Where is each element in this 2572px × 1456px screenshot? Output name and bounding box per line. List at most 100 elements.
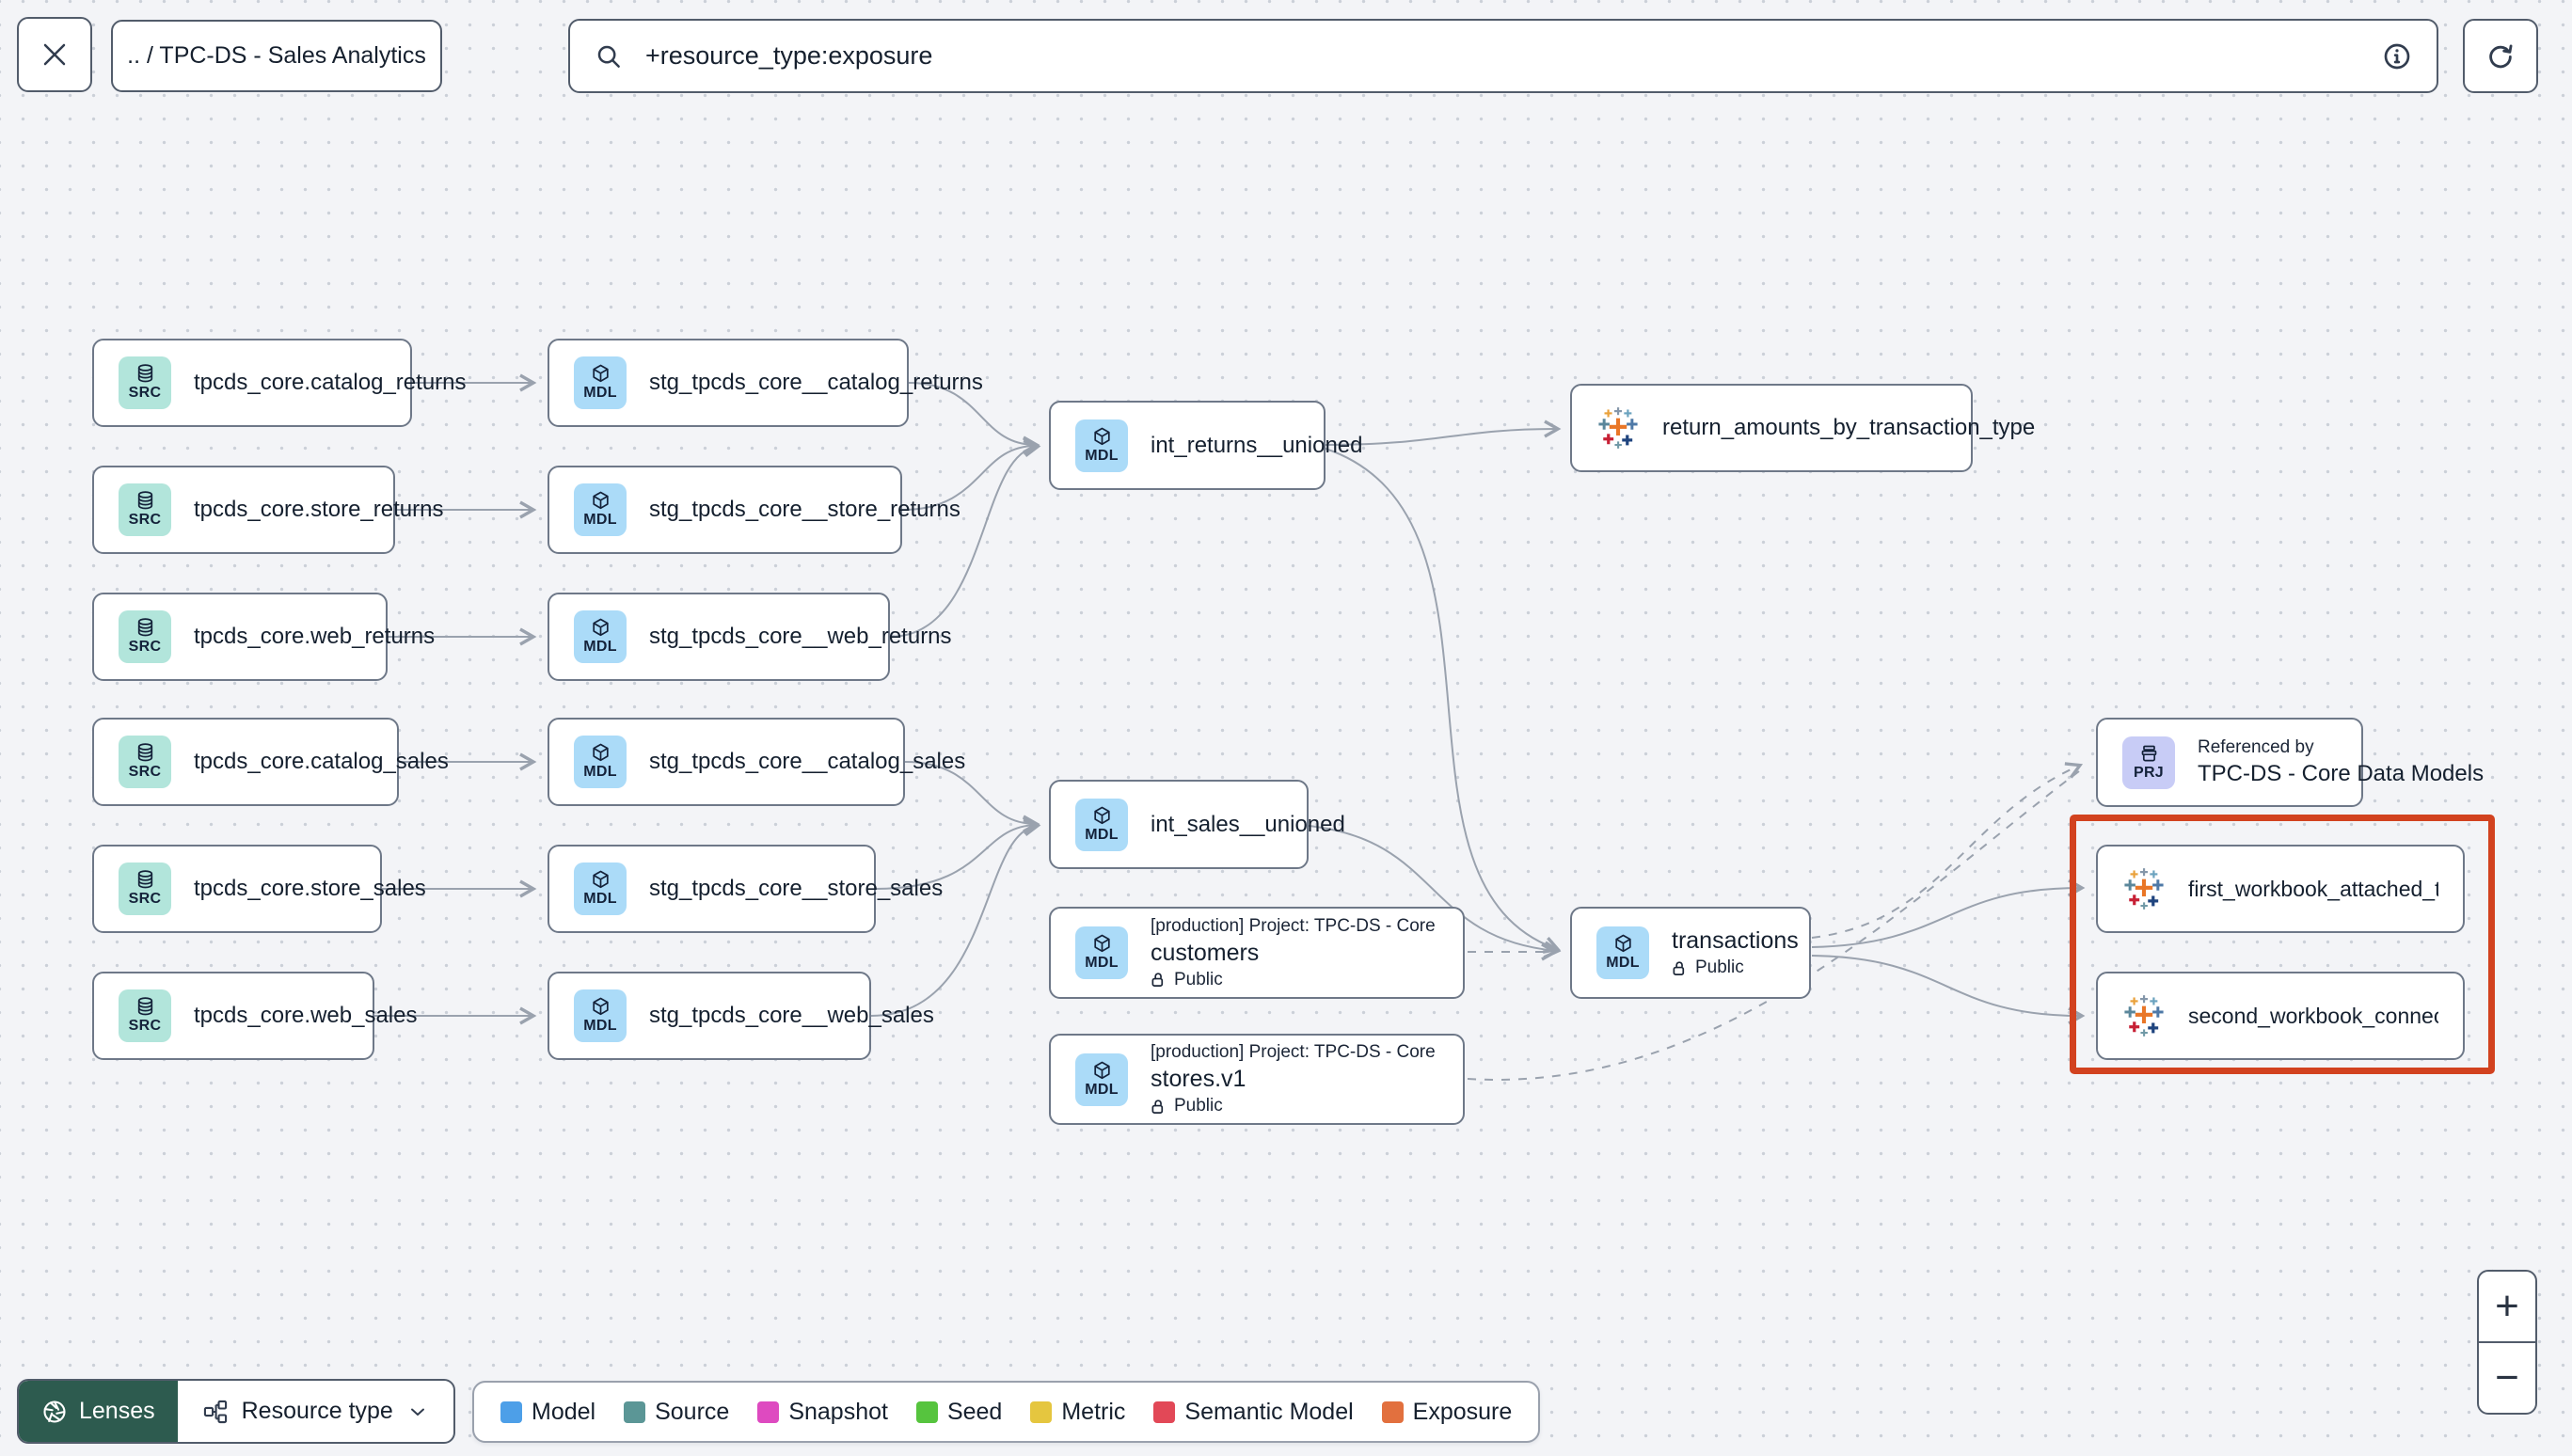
node-label: tpcds_core.store_sales [194, 876, 426, 901]
resource-type-icon [203, 1400, 227, 1423]
edge-transactions-workbook1 [1811, 878, 2086, 948]
lenses-button[interactable]: Lenses [19, 1381, 178, 1442]
node-exposure-return-amounts[interactable]: return_amounts_by_transaction_type [1570, 384, 2035, 472]
metric-swatch [1030, 1401, 1053, 1423]
search-input[interactable] [643, 40, 2382, 71]
node-stg-web-sales[interactable]: MDL stg_tpcds_core__web_sales [548, 972, 934, 1060]
lenses-label: Lenses [79, 1398, 155, 1424]
node-int-returns-unioned[interactable]: MDL int_returns__unioned [1049, 401, 1363, 490]
node-label: stg_tpcds_core__catalog_returns [649, 370, 983, 395]
source-swatch [624, 1401, 646, 1423]
lens-control-group: Lenses Resource type [17, 1379, 455, 1444]
node-stg-store-sales[interactable]: MDL stg_tpcds_core__store_sales [548, 845, 943, 933]
node-label: first_workbook_attached_to_tpc-ds_-_… [2188, 876, 2438, 901]
cube-icon [592, 997, 609, 1016]
unlock-icon [1151, 973, 1164, 987]
model-badge: MDL [1075, 419, 1128, 472]
search-bar[interactable] [568, 19, 2438, 93]
resource-type-legend: Model Source Snapshot Seed Metric Semant… [472, 1381, 1541, 1443]
cube-icon [1614, 934, 1631, 953]
aperture-icon [43, 1400, 66, 1423]
legend-item-source: Source [624, 1399, 729, 1426]
node-stg-catalog-sales[interactable]: MDL stg_tpcds_core__catalog_sales [548, 718, 965, 806]
legend-item-seed: Seed [915, 1399, 1002, 1426]
node-stg-store-returns[interactable]: MDL stg_tpcds_core__store_returns [548, 466, 961, 554]
zoom-in-button[interactable]: + [2479, 1272, 2535, 1341]
model-badge: MDL [574, 863, 627, 915]
cube-icon [592, 618, 609, 637]
legend-item-semantic-model: Semantic Model [1153, 1399, 1354, 1426]
refresh-button[interactable] [2463, 19, 2538, 93]
model-badge: MDL [574, 989, 627, 1042]
model-badge: MDL [1075, 798, 1128, 851]
source-badge: SRC [119, 483, 171, 536]
cube-icon [592, 491, 609, 510]
close-button[interactable] [17, 17, 92, 92]
database-icon [137, 997, 152, 1016]
snapshot-swatch [757, 1401, 780, 1423]
visibility-badge: Public [1151, 970, 1438, 990]
model-badge: MDL [1075, 1052, 1128, 1106]
node-label: tpcds_core.web_returns [194, 624, 436, 649]
database-icon [137, 743, 152, 762]
resource-type-label: Resource type [241, 1398, 393, 1424]
node-source-catalog-returns[interactable]: SRC tpcds_core.catalog_returns [92, 339, 467, 427]
node-label: stg_tpcds_core__store_returns [649, 497, 961, 522]
cube-icon [592, 743, 609, 762]
node-transactions[interactable]: MDL transactions Public [1570, 907, 1811, 999]
referenced-by-title: Referenced by [2198, 737, 2314, 757]
exposure-swatch [1381, 1401, 1404, 1423]
node-stores-v1[interactable]: MDL [production] Project: TPC-DS - Core … [1049, 1034, 1465, 1125]
exposure-highlight-box [2070, 815, 2495, 1074]
cube-icon [592, 364, 609, 383]
node-int-sales-unioned[interactable]: MDL int_sales__unioned [1049, 780, 1345, 869]
node-source-web-sales[interactable]: SRC tpcds_core.web_sales [92, 972, 417, 1060]
plus-icon: + [2495, 1283, 2519, 1329]
legend-item-metric: Metric [1030, 1399, 1125, 1426]
model-badge: MDL [574, 610, 627, 663]
node-label: TPC-DS - Core Data Models [2198, 761, 2485, 786]
cube-icon [1093, 427, 1110, 445]
node-exposure-second-workbook[interactable]: second_workbook_connected_to_live… [2096, 972, 2465, 1060]
info-icon[interactable] [2382, 41, 2412, 71]
edge-intreturns-transactions [1325, 448, 1562, 954]
database-icon [137, 491, 152, 510]
breadcrumb-label: .. / TPC-DS - Sales Analytics [127, 42, 426, 69]
node-stg-catalog-returns[interactable]: MDL stg_tpcds_core__catalog_returns [548, 339, 983, 427]
minus-icon: − [2495, 1354, 2519, 1401]
node-label: stg_tpcds_core__catalog_sales [649, 749, 966, 774]
node-customers[interactable]: MDL [production] Project: TPC-DS - Core … [1049, 907, 1465, 999]
node-referenced-by[interactable]: PRJ Referenced by TPC-DS - Core Data Mod… [2096, 718, 2485, 807]
node-label: tpcds_core.store_returns [194, 497, 444, 522]
visibility-badge: Public [1672, 957, 1785, 978]
model-badge: MDL [574, 483, 627, 536]
node-source-store-sales[interactable]: SRC tpcds_core.store_sales [92, 845, 426, 933]
node-exposure-first-workbook[interactable]: first_workbook_attached_to_tpc-ds_-_… [2096, 845, 2465, 933]
legend-item-snapshot: Snapshot [757, 1399, 888, 1426]
node-stg-web-returns[interactable]: MDL stg_tpcds_core__web_returns [548, 593, 952, 681]
node-source-web-returns[interactable]: SRC tpcds_core.web_returns [92, 593, 435, 681]
search-icon [597, 45, 620, 68]
node-label: stores.v1 [1151, 1066, 1246, 1092]
database-icon [137, 364, 152, 383]
edge-transactions-workbook2 [1811, 955, 2086, 1025]
model-swatch [500, 1401, 522, 1423]
database-icon [137, 870, 152, 889]
source-badge: SRC [119, 736, 171, 788]
project-header: [production] Project: TPC-DS - Core Data… [1151, 1042, 1438, 1062]
archive-icon [2141, 745, 2156, 762]
node-source-catalog-sales[interactable]: SRC tpcds_core.catalog_sales [92, 718, 449, 806]
zoom-out-button[interactable]: − [2479, 1343, 2535, 1413]
model-badge: MDL [1075, 926, 1128, 979]
source-badge: SRC [119, 863, 171, 915]
semantic-model-swatch [1153, 1401, 1176, 1423]
resource-type-dropdown[interactable]: Resource type [178, 1381, 453, 1442]
model-badge: MDL [574, 356, 627, 409]
cube-icon [1093, 1061, 1110, 1079]
breadcrumb[interactable]: .. / TPC-DS - Sales Analytics [111, 20, 442, 92]
model-badge: MDL [574, 736, 627, 788]
legend-item-model: Model [500, 1399, 595, 1426]
model-badge: MDL [1596, 926, 1649, 979]
node-source-store-returns[interactable]: SRC tpcds_core.store_returns [92, 466, 443, 554]
cube-icon [592, 870, 609, 889]
